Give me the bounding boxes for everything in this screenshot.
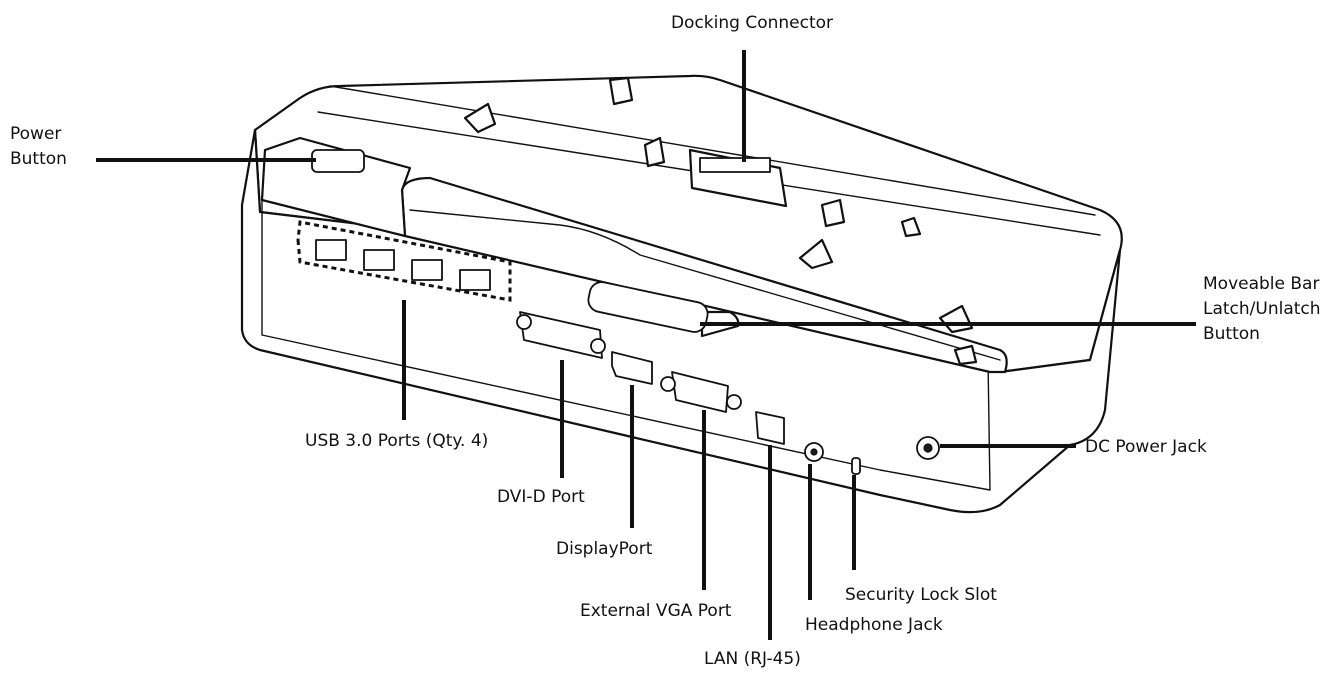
label-headphone-jack: Headphone Jack <box>805 615 943 635</box>
usb-port-3 <box>411 259 443 281</box>
label-security-lock: Security Lock Slot <box>845 585 997 605</box>
label-moveable-bar-line2: Latch/Unlatch <box>1203 299 1321 319</box>
label-moveable-bar-line3: Button <box>1203 324 1260 344</box>
label-power-button-line1: Power <box>10 124 61 144</box>
usb-port-4 <box>459 269 491 291</box>
latch-slot <box>587 281 709 333</box>
alignment-peg <box>820 198 846 228</box>
usb-port-1 <box>315 239 347 261</box>
lan-port <box>755 411 785 445</box>
alignment-bump <box>463 102 497 134</box>
power-button-housing <box>260 136 412 238</box>
docking-connector-pins <box>699 157 771 173</box>
usb-ports <box>296 220 512 302</box>
alignment-peg <box>608 76 634 106</box>
alignment-peg <box>953 344 978 366</box>
leader-lines <box>96 50 1196 640</box>
label-docking-connector: Docking Connector <box>671 13 833 33</box>
labels: Docking Connector Power Button Moveable … <box>10 13 1321 669</box>
usb-highlight <box>296 220 512 302</box>
label-displayport: DisplayPort <box>556 539 653 559</box>
label-vga-port: External VGA Port <box>580 601 732 621</box>
dvi-port <box>516 311 606 359</box>
label-moveable-bar-line1: Moveable Bar <box>1203 274 1319 294</box>
label-dvi-port: DVI-D Port <box>497 487 585 507</box>
label-power-button-line2: Button <box>10 149 67 169</box>
alignment-peg <box>643 136 666 168</box>
usb-port-2 <box>363 249 395 271</box>
security-lock-slot <box>851 457 861 475</box>
displayport-port <box>611 351 653 385</box>
alignment-bump <box>798 238 834 270</box>
vga-port <box>660 371 742 413</box>
alignment-peg <box>900 216 922 238</box>
power-button <box>311 149 365 173</box>
label-usb-ports: USB 3.0 Ports (Qty. 4) <box>305 431 488 451</box>
label-lan-port: LAN (RJ-45) <box>704 649 801 669</box>
label-dc-power: DC Power Jack <box>1085 437 1207 457</box>
docking-station <box>240 74 1123 514</box>
